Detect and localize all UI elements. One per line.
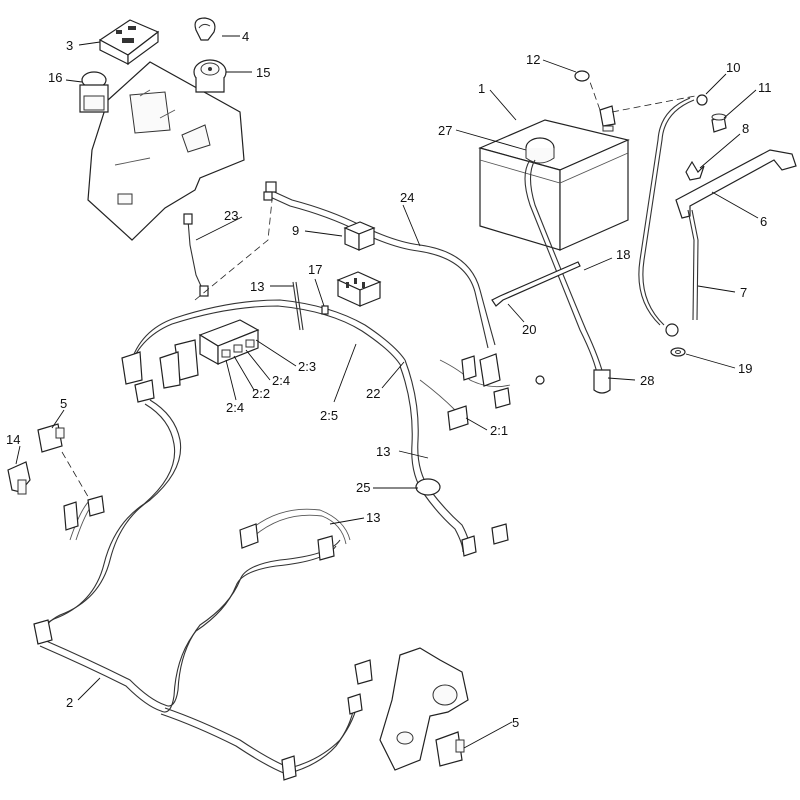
callout-23: 23 (224, 208, 238, 223)
callout-1: 1 (478, 81, 485, 96)
fuse (321, 305, 329, 315)
callout-18: 18 (616, 247, 630, 262)
hour-meter-module (98, 19, 160, 66)
callout-24: 24 (400, 190, 414, 205)
callout-2-1: 2:1 (490, 423, 508, 438)
callout-2-3: 2:3 (298, 359, 316, 374)
callout-28: 28 (640, 373, 654, 388)
callout-13-top: 13 (250, 279, 264, 294)
harness-connector-right (461, 353, 545, 409)
harness-connector-lower (461, 523, 509, 557)
harness-clip (415, 478, 441, 496)
callout-2-2: 2:2 (252, 386, 270, 401)
callout-4: 4 (242, 29, 249, 44)
callout-13-mid: 13 (376, 444, 390, 459)
callout-27: 27 (438, 123, 452, 138)
bolt (711, 113, 727, 133)
callout-8: 8 (742, 121, 749, 136)
callout-10: 10 (726, 60, 740, 75)
interlock-switch-left (37, 423, 65, 453)
callout-16: 16 (48, 70, 62, 85)
callout-25: 25 (356, 480, 370, 495)
ignition-key (194, 17, 216, 41)
dashed-leader-23 (194, 199, 273, 301)
callout-11: 11 (758, 80, 772, 95)
callout-13-lower: 13 (366, 510, 380, 525)
control-panel (87, 61, 245, 241)
callout-2-4-right: 2:4 (272, 373, 290, 388)
hold-down-rod (687, 209, 699, 321)
cable-tie (491, 261, 581, 307)
cable-tie-13 (292, 281, 304, 331)
callout-5-bottom: 5 (512, 715, 519, 730)
terminal-nut (574, 70, 590, 82)
battery (478, 119, 630, 251)
callout-6: 6 (760, 214, 767, 229)
washer (670, 347, 686, 357)
callout-3: 3 (66, 38, 73, 53)
connector-block (198, 319, 260, 366)
harness-connector-mid (239, 523, 335, 561)
hold-down-bracket (675, 149, 797, 219)
callout-14: 14 (6, 432, 20, 447)
callout-20: 20 (522, 322, 536, 337)
callout-labels: 1 2 3 4 5 5 6 7 8 9 10 11 12 13 13 13 14… (6, 29, 772, 730)
relay (343, 221, 376, 251)
harness-connector-left-mid (63, 495, 105, 531)
callout-2: 2 (66, 695, 73, 710)
callout-17: 17 (308, 262, 322, 277)
push-button-switch (79, 71, 109, 113)
callout-7: 7 (740, 285, 747, 300)
fuse-block (336, 271, 382, 307)
ignition-switch (193, 59, 227, 93)
seat-switch-bracket (379, 647, 469, 771)
callout-2-5: 2:5 (320, 408, 338, 423)
seat-switch (435, 731, 465, 767)
callout-2-4-left: 2:4 (226, 400, 244, 415)
callout-15: 15 (256, 65, 270, 80)
callout-5-left: 5 (60, 396, 67, 411)
terminal-cover (525, 137, 555, 164)
dashed-leader-left (61, 451, 91, 501)
callout-12: 12 (526, 52, 540, 67)
dashed-leader-battery (589, 81, 601, 111)
seat-switch-connector (347, 659, 373, 715)
switch-bracket (7, 461, 31, 495)
ground-cable (611, 94, 708, 337)
leader-lines (15, 35, 759, 749)
harness-connector-left (121, 339, 199, 403)
harness-bottom-clip (281, 755, 297, 781)
wing-nut (685, 160, 705, 181)
battery-terminal (599, 105, 616, 132)
callout-9: 9 (292, 223, 299, 238)
connector-2-1 (447, 405, 469, 431)
harness-end-clip (33, 619, 53, 645)
callout-19: 19 (738, 361, 752, 376)
callout-22: 22 (366, 386, 380, 401)
jumper-wire (183, 213, 209, 297)
